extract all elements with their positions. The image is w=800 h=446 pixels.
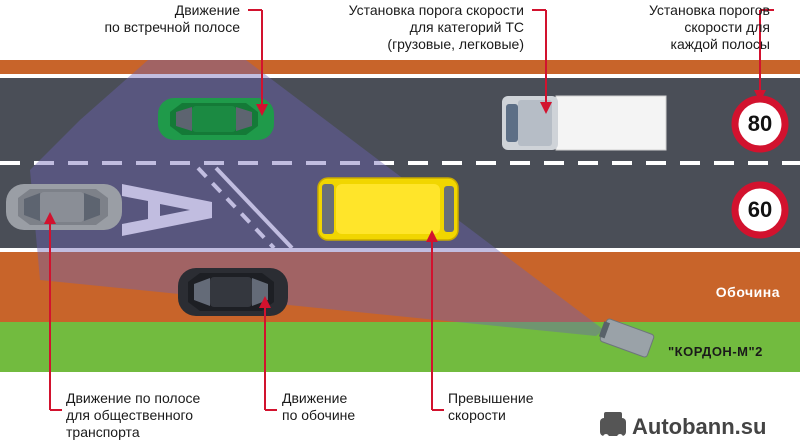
callout-shoulder-line1: Движение [282, 390, 348, 406]
callout-category-line3: (грузовые, легковые) [387, 36, 524, 52]
callout-oncoming-line1: Движение [174, 2, 240, 18]
watermark-text: Autobann.su [632, 414, 767, 439]
green-car [158, 98, 274, 140]
bottom-edge-line [0, 248, 800, 252]
callout-shoulder-line2: по обочине [282, 407, 356, 423]
speed-sign-60-value: 60 [747, 197, 773, 222]
callout-category-line1: Установка порога скорости [348, 2, 524, 18]
bus-lane-dashed-line [196, 166, 276, 250]
callout-bus-lane: Движение по полосе для общественного тра… [66, 390, 200, 441]
truck [502, 95, 667, 151]
camera-label: "КОРДОН-М"2 [668, 344, 763, 359]
callout-lane-line2: скорости для [684, 19, 770, 35]
callout-category-line2: для категорий ТС [409, 19, 524, 35]
callout-bus-line3: транспорта [66, 424, 140, 440]
callout-bus-line2: для общественного [66, 407, 194, 423]
callout-oncoming: Движение по встречной полосе [104, 2, 240, 36]
bottom-shoulder [0, 252, 800, 322]
grass [0, 322, 800, 372]
camera-unit [598, 318, 655, 358]
shoulder-label: Обочина [715, 284, 780, 300]
callout-threshold-category: Установка порога скорости для категорий … [349, 2, 524, 53]
black-car [178, 268, 288, 316]
callout-speeding-line1: Превышение [448, 390, 534, 406]
yellow-van [317, 177, 459, 241]
callout-bus-line1: Движение по полосе [66, 390, 201, 406]
speed-sign-60 [731, 181, 789, 239]
callout-arrowheads [44, 90, 766, 308]
callout-ticks [50, 9, 774, 411]
callout-lines [49, 10, 761, 410]
callout-lane-line1: Установка порогов [648, 2, 770, 18]
callout-oncoming-line2: по встречной полосе [104, 19, 240, 35]
top-shoulder [0, 60, 800, 74]
bus-lane-solid-line [214, 166, 294, 250]
watermark-logo [600, 412, 626, 440]
grey-car [6, 184, 122, 230]
top-white-band [0, 0, 800, 60]
callout-lane-line3: каждой полосы [670, 36, 770, 52]
callout-speeding: Превышение скорости [448, 390, 534, 424]
speed-sign-80-value: 80 [747, 111, 773, 136]
callout-speeding-line2: скорости [448, 407, 506, 423]
lane-letter-a [122, 184, 212, 236]
bottom-white-band [0, 372, 800, 446]
callout-shoulder-driving: Движение по обочине [282, 390, 355, 424]
callout-threshold-lane: Установка порогов скорости для каждой по… [649, 2, 770, 53]
top-edge-line [0, 74, 800, 78]
